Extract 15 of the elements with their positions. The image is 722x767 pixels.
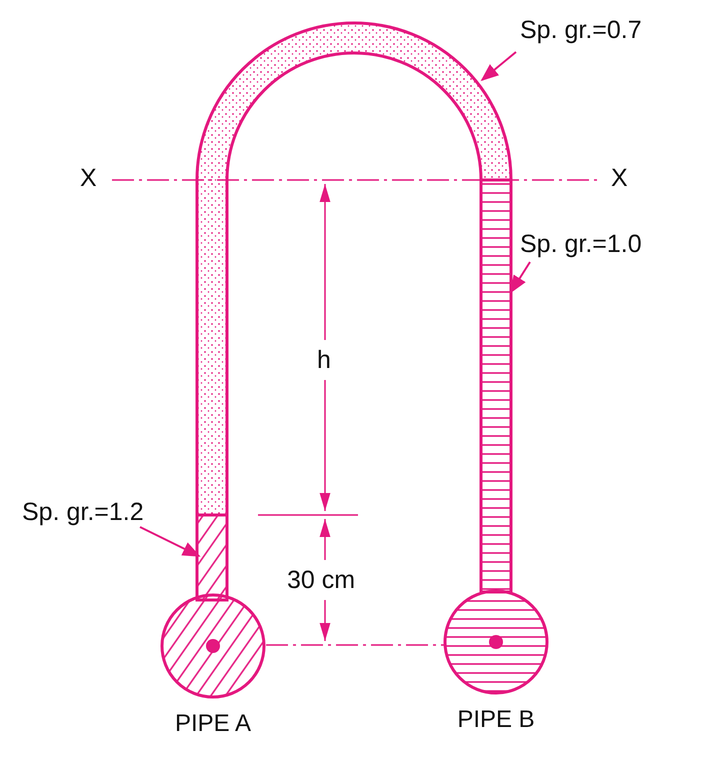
leader-line (510, 261, 531, 294)
pipe-label: PIPE B (457, 706, 535, 734)
leader-line (480, 51, 517, 82)
leader-line (140, 526, 201, 557)
liquid-column (480, 178, 512, 594)
section-label: X (611, 166, 628, 191)
specific-gravity-label: Sp. gr.=1.2 (22, 500, 144, 525)
pipe-section (442, 588, 550, 696)
pipe-label: PIPE A (174, 710, 252, 738)
liquid-column (196, 22, 512, 516)
centre-line (266, 644, 445, 646)
pipe-section (159, 592, 267, 700)
section-label: X (80, 166, 97, 191)
specific-gravity-label: Sp. gr.=0.7 (520, 18, 642, 43)
specific-gravity-label: Sp. gr.=1.0 (520, 232, 642, 257)
